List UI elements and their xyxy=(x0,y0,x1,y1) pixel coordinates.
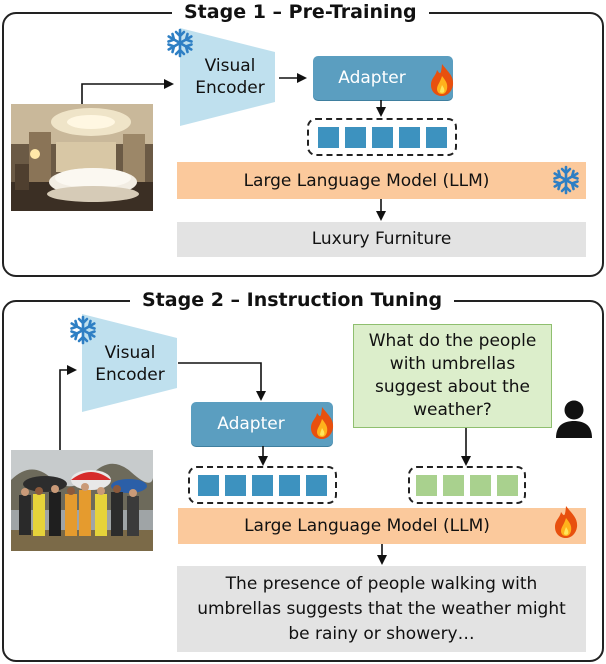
stage2-visual-tokens xyxy=(188,466,337,504)
stage1-bedroom-image xyxy=(11,104,153,211)
visual-token xyxy=(198,474,219,496)
visual-token xyxy=(225,474,246,496)
stage1-output-text: Luxury Furniture xyxy=(311,229,452,249)
stage2-adapter: Adapter xyxy=(191,402,333,446)
stage2-visual-encoder xyxy=(82,314,177,412)
stage2-umbrella-image xyxy=(11,450,153,551)
stage2-output: The presence of people walking with umbr… xyxy=(177,566,586,652)
stage1-visual-tokens xyxy=(307,118,457,156)
user-icon xyxy=(556,400,592,438)
stage2-llm-flame-icon xyxy=(555,506,578,538)
stage2-adapter-flame-icon xyxy=(311,407,334,439)
stage1-llm-snowflake-icon xyxy=(553,165,579,195)
stage2-question-text: What do the people with umbrellas sugges… xyxy=(368,331,537,420)
stage2-llm-label: Large Language Model (LLM) xyxy=(244,516,490,536)
visual-token xyxy=(344,126,366,148)
stage2-output-text: The presence of people walking with umbr… xyxy=(197,573,566,644)
stage1-visual-encoder-label: Visual Encoder xyxy=(195,56,265,98)
stage1-adapter-flame-icon xyxy=(431,64,454,96)
stage2-adapter-label: Adapter xyxy=(217,414,285,434)
text-token xyxy=(443,474,464,496)
stage1-llm: Large Language Model (LLM) xyxy=(177,162,586,199)
stage2-visual-encoder-label: Visual Encoder xyxy=(95,343,165,385)
visual-token xyxy=(306,474,327,496)
stage2-encoder-snowflake-icon xyxy=(70,315,96,345)
stage2-question-bubble: What do the people with umbrellas sugges… xyxy=(353,324,552,428)
stage2-title: Stage 2 – Instruction Tuning xyxy=(130,289,455,311)
stage1-adapter-label: Adapter xyxy=(338,68,406,88)
stage1-encoder-snowflake-icon xyxy=(167,28,193,58)
stage1-visual-encoder xyxy=(180,28,275,126)
visual-token xyxy=(317,126,339,148)
stage2-text-tokens xyxy=(408,466,526,504)
text-token xyxy=(416,474,437,496)
stage1-adapter: Adapter xyxy=(313,56,453,100)
text-token xyxy=(497,474,518,496)
visual-token xyxy=(371,126,393,148)
visual-token xyxy=(252,474,273,496)
text-token xyxy=(470,474,491,496)
visual-token xyxy=(398,126,420,148)
stage2-llm: Large Language Model (LLM) xyxy=(178,508,586,544)
stage1-output: Luxury Furniture xyxy=(177,222,586,257)
visual-token xyxy=(425,126,447,148)
stage1-llm-label: Large Language Model (LLM) xyxy=(243,170,490,191)
stage1-title: Stage 1 – Pre-Training xyxy=(172,1,429,23)
visual-token xyxy=(279,474,300,496)
